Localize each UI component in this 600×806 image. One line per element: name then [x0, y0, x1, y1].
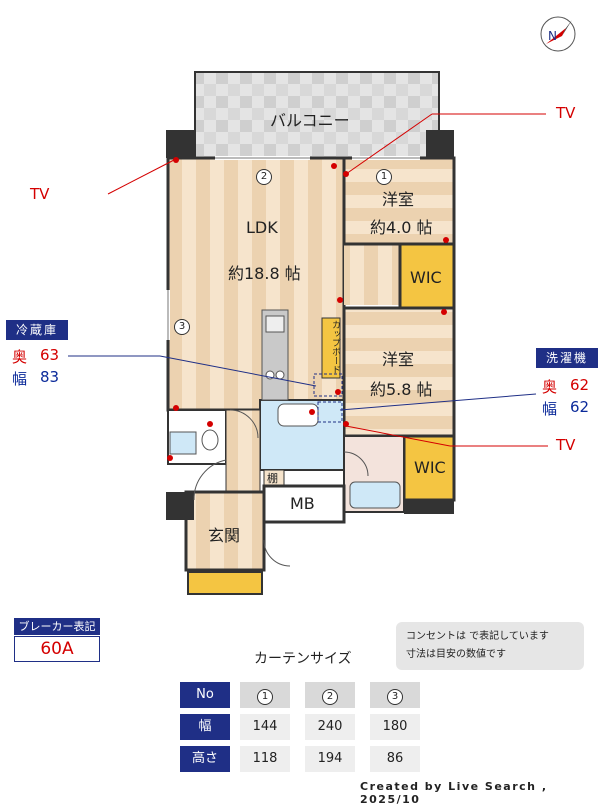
note-box: コンセントは で表記しています 寸法は目安の数値です [396, 622, 584, 670]
bath-area [259, 399, 345, 471]
curtain-row-label-width: 幅 [180, 714, 230, 740]
compass-label: N [548, 29, 557, 43]
curtain-height-2: 194 [305, 746, 355, 772]
entrance-label: 玄関 [208, 526, 241, 545]
curtain-width-1: 144 [240, 714, 290, 740]
balcony-label: バルコニー [270, 111, 350, 130]
washer-width: 62 [570, 398, 590, 416]
entrance-area [184, 490, 266, 572]
mb-label: MB [290, 494, 315, 513]
western-room-1-label: 洋室 [382, 190, 415, 209]
window-marker-2: 2 [256, 164, 272, 185]
breaker-title: ブレーカー表記 [14, 618, 100, 635]
shelf-label: 棚 [267, 472, 278, 485]
compass-icon: N [540, 16, 576, 52]
washer-depth-label: 奥 [542, 378, 558, 396]
note-line-1: コンセントは で表記しています [406, 631, 549, 642]
western-room-2-label: 洋室 [382, 350, 415, 369]
ldk-size: 約18.8 帖 [228, 264, 301, 283]
tv-label-room1: TV [556, 104, 576, 122]
balcony-area [194, 71, 440, 159]
tv-label-room2: TV [556, 436, 576, 454]
wic-1-label: WIC [410, 268, 442, 287]
note-line-2: 寸法は目安の数値です [406, 649, 506, 660]
wic-2-label: WIC [414, 458, 446, 477]
fridge-depth-label: 奥 [12, 348, 28, 366]
curtain-title: カーテンサイズ [254, 651, 352, 667]
floor-plan [68, 71, 548, 595]
ldk-label: LDK [246, 218, 278, 237]
mb-area [262, 484, 346, 524]
credit-text: Created by Live Search , 2025/10 [360, 780, 548, 806]
tv-label-ldk: TV [30, 185, 50, 203]
window-marker-1: 1 [376, 164, 392, 185]
washer-width-label: 幅 [542, 400, 558, 418]
curtain-header-no: No [180, 682, 230, 708]
cupboard-label: カップボード [330, 320, 340, 374]
washer-title: 洗濯機 [536, 348, 598, 368]
curtain-width-2: 240 [305, 714, 355, 740]
wic-1-area [398, 242, 456, 310]
fridge-width-label: 幅 [12, 370, 28, 388]
fridge-width: 83 [40, 368, 60, 386]
curtain-height-1: 118 [240, 746, 290, 772]
curtain-col-1: 1 [240, 682, 290, 708]
fridge-title: 冷蔵庫 [6, 320, 68, 340]
washer-depth: 62 [570, 376, 590, 394]
western-room-2-size: 約5.8 帖 [370, 380, 433, 399]
curtain-row-label-height: 高さ [180, 746, 230, 772]
fridge-depth: 63 [40, 346, 60, 364]
compass: N [538, 14, 578, 54]
curtain-col-2: 2 [305, 682, 355, 708]
western-room-1-area [342, 156, 456, 246]
ldk-area [166, 156, 346, 412]
curtain-height-3: 86 [370, 746, 420, 772]
curtain-width-3: 180 [370, 714, 420, 740]
western-room-2-area [342, 306, 456, 438]
window-marker-3: 3 [174, 314, 190, 335]
breaker-value: 60A [14, 636, 100, 662]
western-room-1-size: 約4.0 帖 [370, 218, 433, 237]
curtain-col-3: 3 [370, 682, 420, 708]
